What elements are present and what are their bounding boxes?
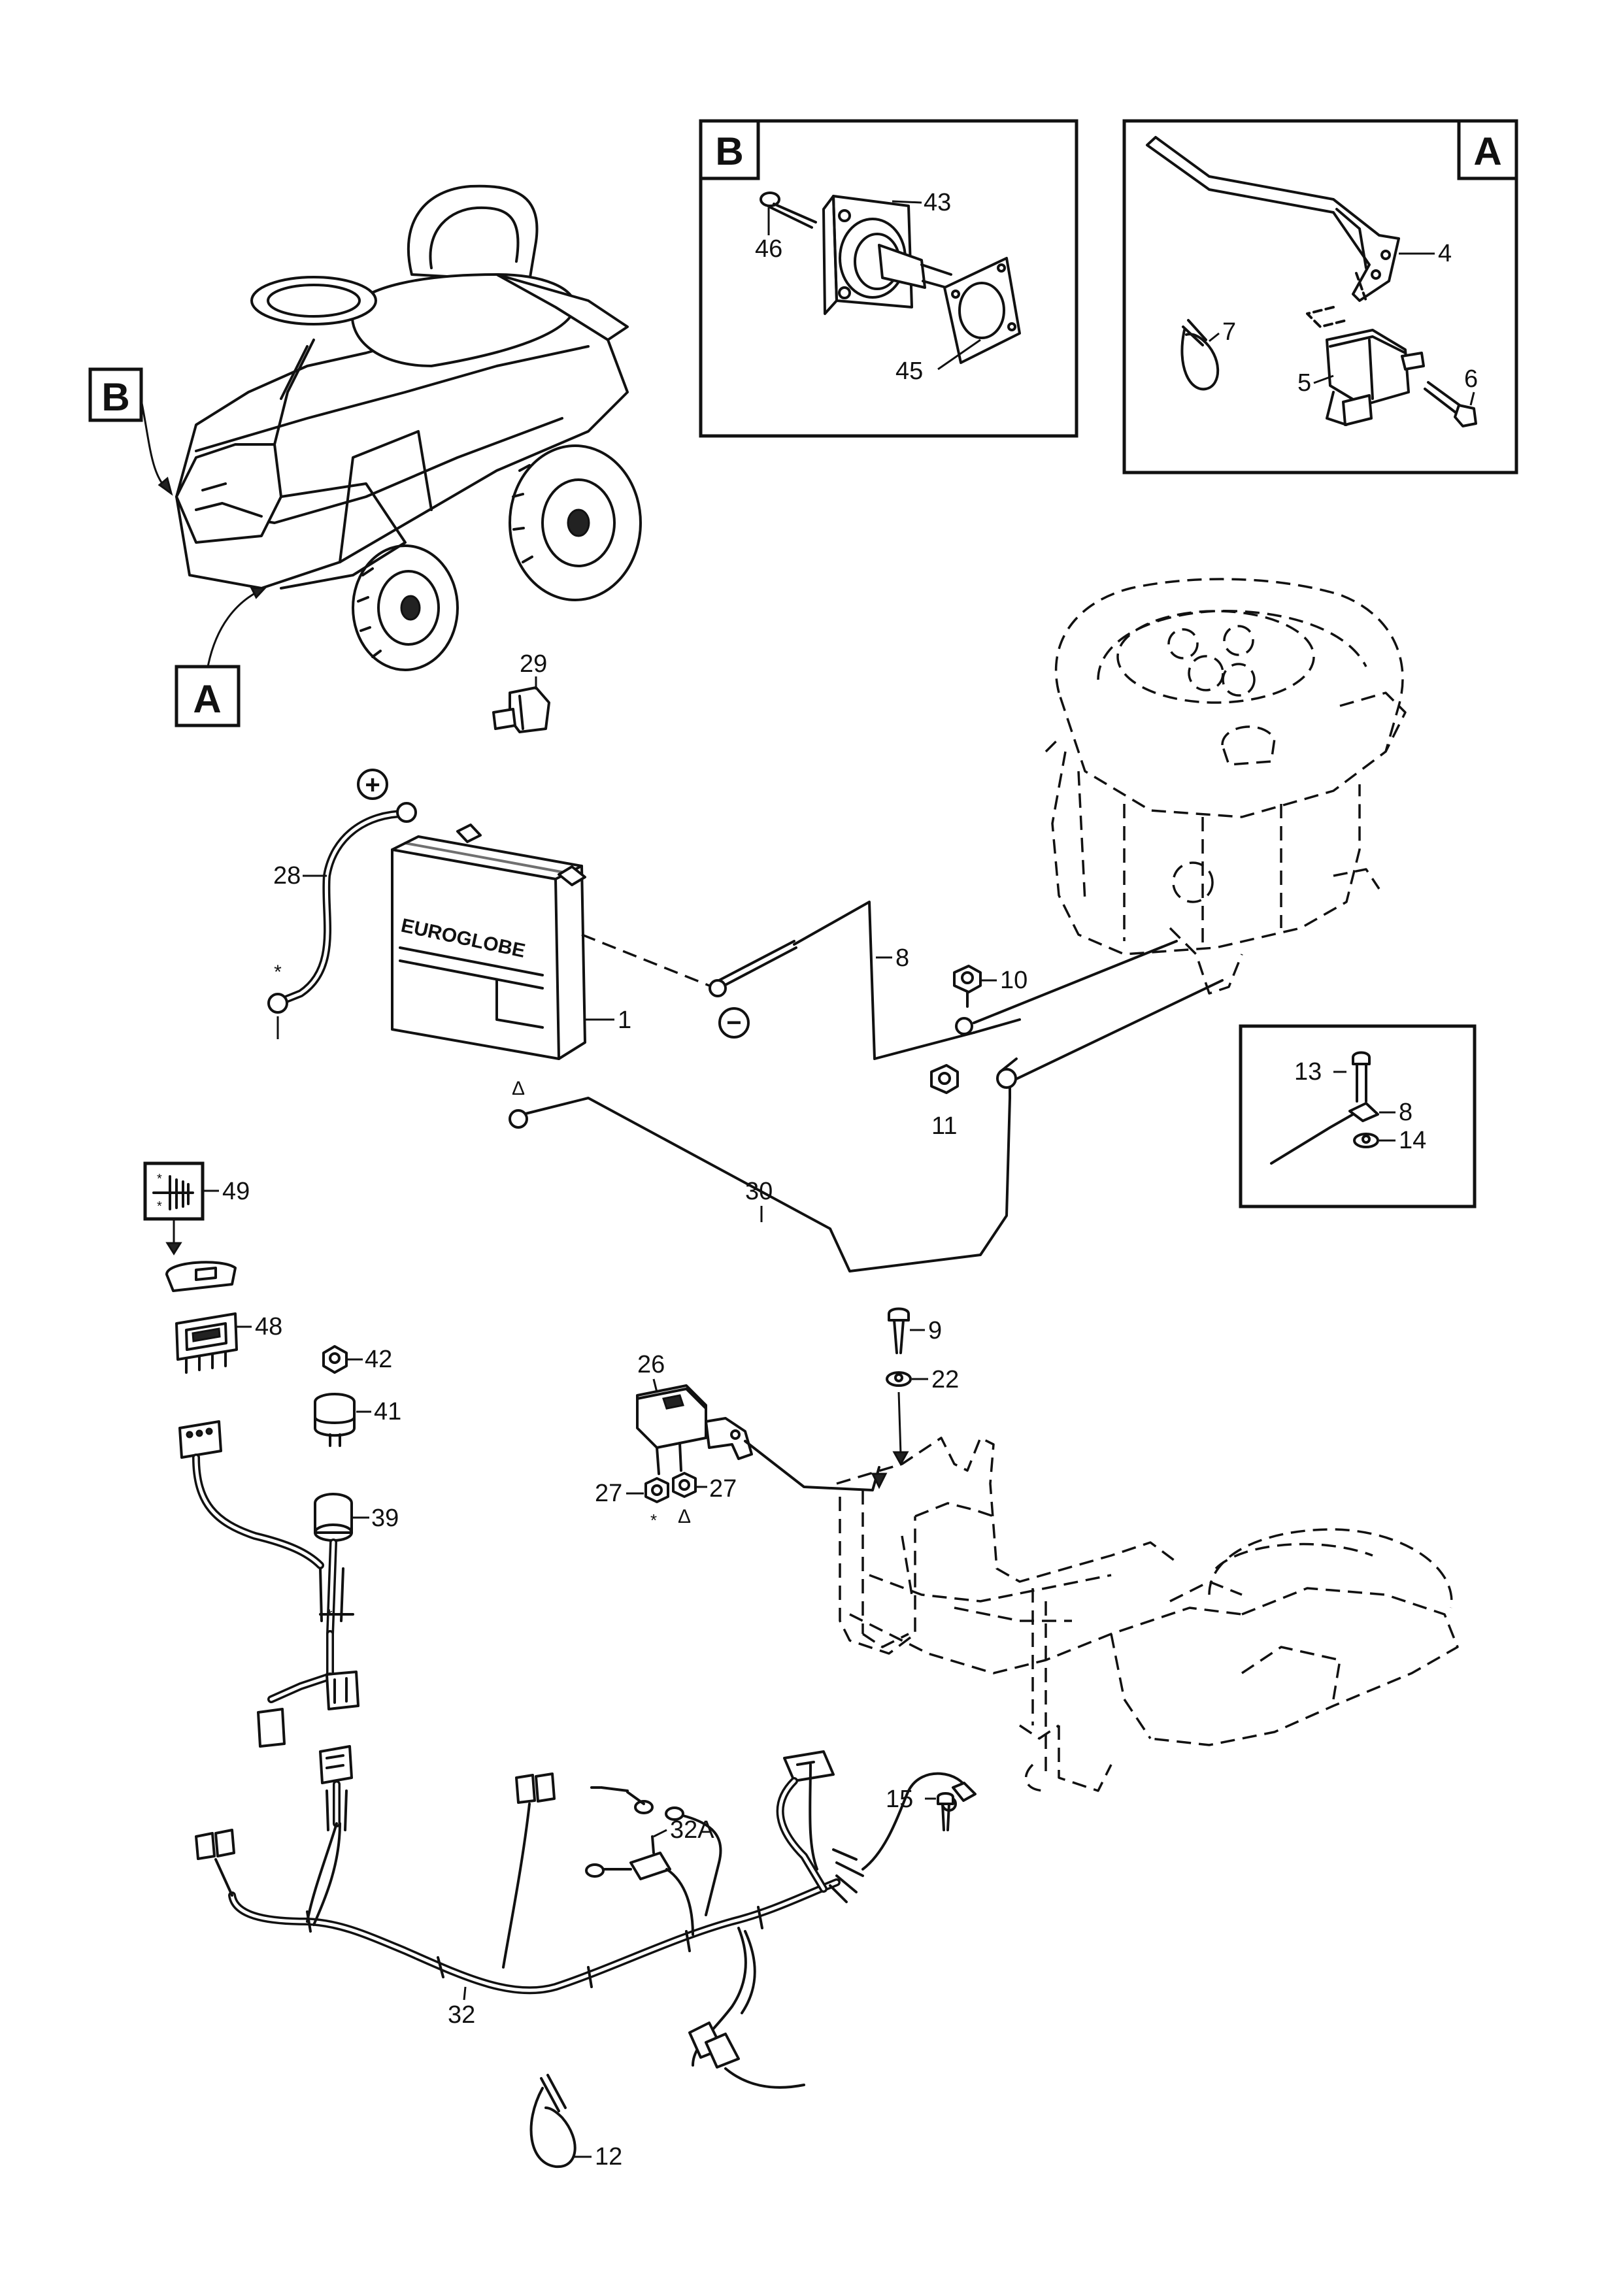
minus-symbol: − (718, 1007, 750, 1039)
callout-42: 42 (365, 1346, 392, 1373)
callout-28: 28 (273, 862, 301, 890)
detail-view-b: B 43 46 45 (699, 119, 1078, 438)
tractor-overview-illustration (175, 184, 642, 671)
star-mark-27: * (650, 1510, 657, 1530)
negative-lead-dashed (581, 933, 713, 988)
triangle-mark-30: Δ (512, 1078, 525, 1099)
callout-22: 22 (931, 1366, 959, 1393)
svg-text:−: − (726, 1008, 741, 1037)
callout-6: 6 (1464, 365, 1478, 393)
callout-46: 46 (755, 235, 782, 263)
svg-text:*: * (327, 1606, 333, 1623)
chassis-outline-dashed (836, 1437, 1459, 1792)
nut-10 (953, 965, 982, 1008)
detail-b-letter: B (715, 129, 743, 173)
svg-text:*: * (157, 1172, 162, 1186)
view-a-arrowhead (250, 587, 267, 599)
callout-11: 11 (931, 1112, 957, 1140)
ground-cable-30 (509, 1057, 1018, 1273)
callout-41: 41 (374, 1398, 401, 1425)
switch-41 (314, 1393, 356, 1447)
callout-10: 10 (1000, 967, 1028, 994)
screw-15 (937, 1792, 954, 1831)
callout-5: 5 (1297, 369, 1311, 397)
decal-49: * * (143, 1161, 205, 1221)
washer-22 (886, 1371, 912, 1387)
detail-a-letter: A (1473, 129, 1501, 173)
callout-43: 43 (924, 189, 951, 216)
callout-49: 49 (222, 1178, 250, 1205)
switch-26 (636, 1384, 753, 1475)
switch-cover-48 (165, 1261, 237, 1292)
socket-43 (822, 195, 952, 315)
engine-outline-dashed (1044, 578, 1407, 995)
rocker-switch-48 (175, 1312, 238, 1374)
svg-text:*: * (157, 1199, 162, 1214)
callout-27b: 27 (709, 1475, 737, 1503)
callout-30: 30 (745, 1178, 773, 1205)
callout-29: 29 (520, 650, 547, 678)
callout-32a: 32A (670, 1816, 714, 1844)
negative-cable-8 (709, 901, 1021, 1060)
callout-4: 4 (1438, 240, 1452, 267)
ground-line-2 (1005, 979, 1224, 1085)
callout-45: 45 (895, 358, 923, 385)
ground-line (973, 940, 1178, 1024)
callout-13: 13 (1294, 1058, 1322, 1086)
nut-42 (322, 1345, 348, 1374)
callout-1: 1 (618, 1007, 631, 1034)
detail-view-bolt: 13 8 14 (1239, 1024, 1477, 1208)
bracket-4 (1146, 136, 1400, 328)
callout-12: 12 (595, 2143, 622, 2171)
callout-8a: 8 (895, 944, 909, 972)
view-a-letter: A (193, 677, 221, 721)
cable-tie-12 (529, 2074, 577, 2169)
callout-15: 15 (886, 1786, 913, 1813)
gasket-45 (943, 257, 1021, 364)
callout-14: 14 (1399, 1127, 1426, 1154)
screw-6 (1424, 381, 1477, 427)
svg-text:+: + (365, 771, 380, 799)
battery-1: EUROGLOBE (391, 824, 586, 1060)
nut-27-right (672, 1472, 697, 1498)
view-a-arrow (207, 587, 265, 667)
callout-26: 26 (637, 1351, 665, 1378)
connector-29 (492, 686, 550, 733)
view-b-label-left: B (88, 367, 143, 422)
callout-8b: 8 (1399, 1099, 1412, 1126)
view-a-label-left: A (175, 665, 241, 727)
harness-upper-left: * (178, 1420, 359, 1748)
callout-7: 7 (1222, 318, 1236, 346)
view-b-letter: B (101, 375, 129, 419)
callout-32: 32 (448, 2001, 475, 2029)
triangle-mark-27: Δ (678, 1506, 691, 1527)
screw-9 (888, 1307, 910, 1354)
view-b-arrowhead (158, 476, 173, 496)
detail-view-a: A 4 (1122, 119, 1518, 474)
cable-tie-7 (1180, 319, 1220, 391)
nut-27-left (644, 1477, 669, 1503)
callout-48: 48 (255, 1313, 282, 1340)
bolt-46 (760, 191, 817, 229)
callout-9: 9 (928, 1317, 942, 1344)
plus-symbol: + (357, 769, 388, 800)
switch-5 (1326, 329, 1425, 426)
star-mark-28: * (274, 961, 282, 983)
switch-26-wire (744, 1440, 880, 1491)
callout-39: 39 (371, 1505, 399, 1532)
callout-27a: 27 (595, 1480, 622, 1507)
main-harness-32 (195, 1745, 977, 2089)
nut-11 (930, 1064, 959, 1094)
